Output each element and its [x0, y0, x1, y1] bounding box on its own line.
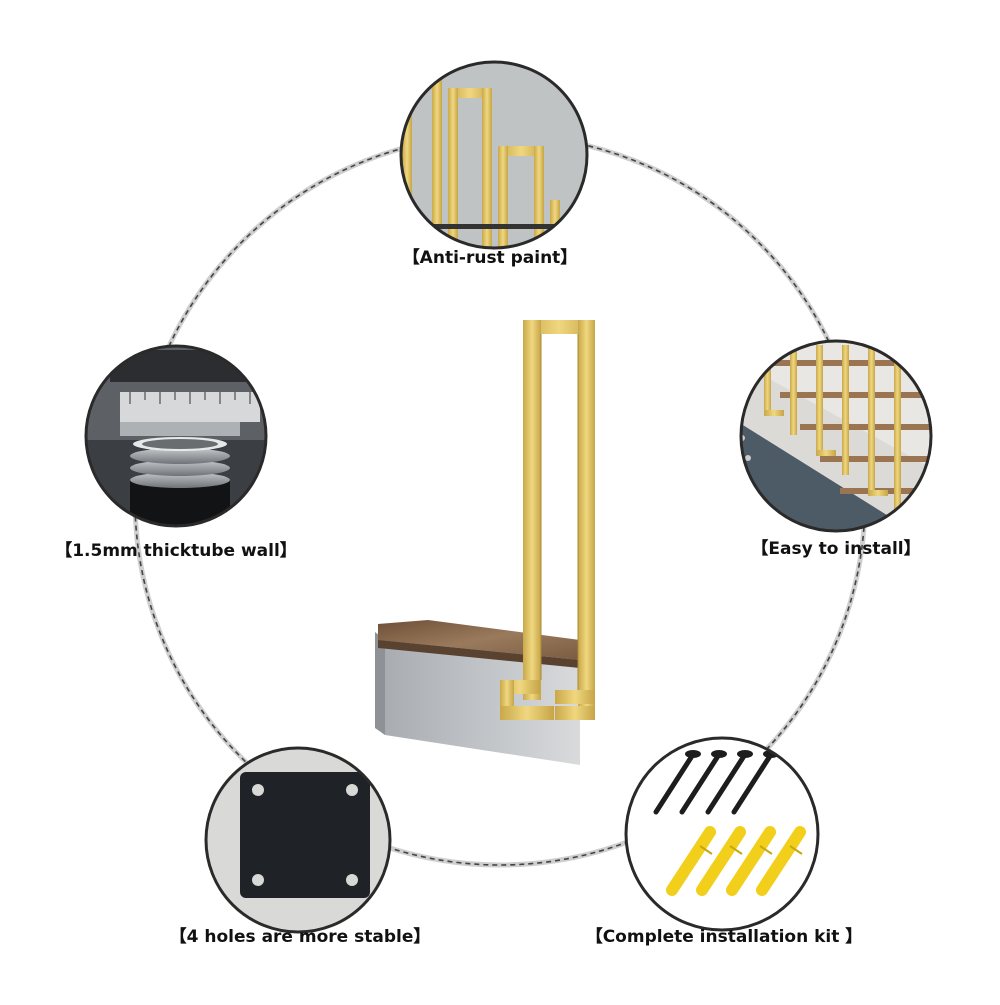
center-product-image [375, 320, 595, 765]
caption-tube-wall: 【1.5mm thicktube wall】 [55, 541, 297, 561]
anti-rust-photo [399, 60, 589, 250]
caption-kit: 【Complete installation kit 】 [585, 927, 863, 947]
caption-easy-install: 【Easy to install】 [751, 539, 921, 559]
tube-wall-photo [84, 344, 268, 528]
gold-handrail [500, 320, 595, 720]
caption-anti-rust: 【Anti-rust paint】 [402, 248, 578, 268]
easy-install-photo [739, 339, 933, 533]
caption-holes: 【4 holes are more stable】 [169, 927, 431, 947]
plate [240, 772, 370, 898]
installation-kit-photo [624, 736, 820, 932]
mounting-plate-photo [204, 746, 392, 934]
